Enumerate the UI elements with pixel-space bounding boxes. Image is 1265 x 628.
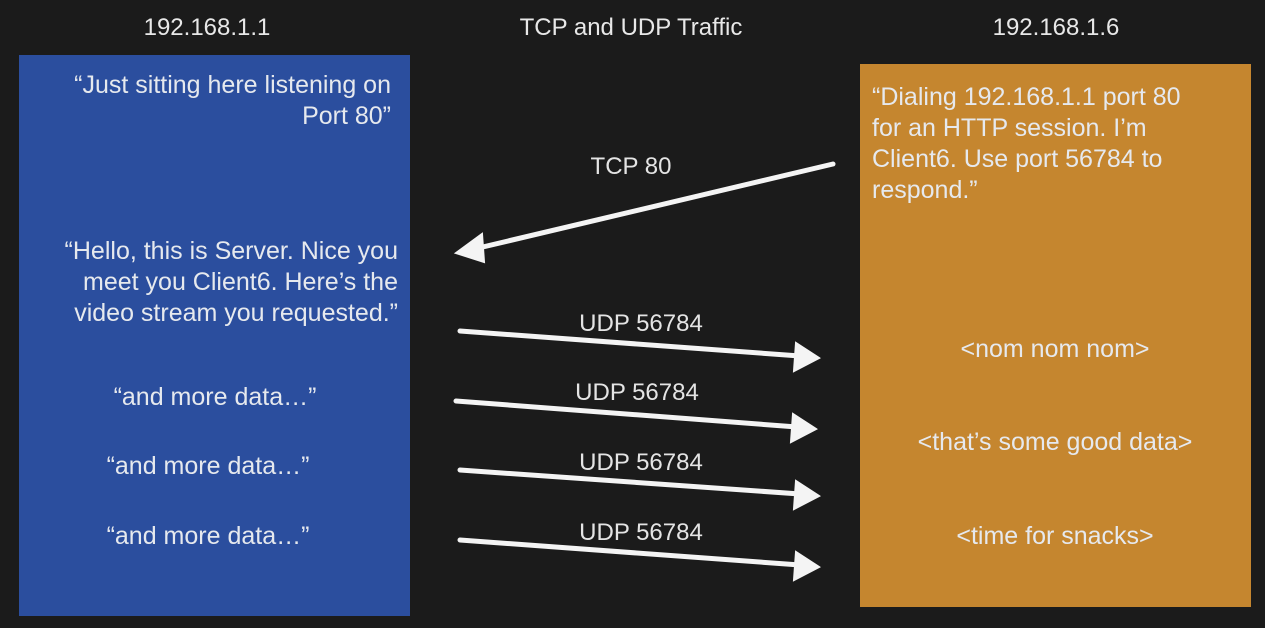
text-line: “Dialing 192.168.1.1 port 80 [872,83,1181,111]
text-line: video stream you requested.” [74,299,398,327]
text-line: for an HTTP session. I’m [872,114,1147,142]
server-hello-text: “Hello, this is Server. Nice you meet yo… [65,236,398,329]
text-line: “Hello, this is Server. Nice you [64,237,398,265]
client-response-3: <time for snacks> [956,522,1154,550]
udp-arrow-icon-2 [453,398,818,444]
server-more-data-3: “and more data…” [106,522,310,550]
server-more-data-2: “and more data…” [106,452,310,480]
text-line: Client6. Use port 56784 to [872,145,1163,173]
server-more-data-1: “and more data…” [113,383,317,411]
udp-label-2: UDP 56784 [575,379,699,406]
tcp-80-label: TCP 80 [590,153,672,180]
udp-arrow-icon-4 [457,537,821,582]
udp-arrow-icon-3 [457,467,821,511]
client-response-1: <nom nom nom> [960,335,1150,363]
udp-label-1: UDP 56784 [579,310,703,337]
text-line: respond.” [872,176,978,204]
diagram-title: TCP and UDP Traffic [519,14,743,41]
client-box [860,64,1251,607]
server-listening-text: “Just sitting here listening on Port 80” [74,70,391,132]
server-box [19,55,410,616]
text-line: “Just sitting here listening on [74,71,391,99]
udp-label-4: UDP 56784 [579,519,703,546]
server-ip-header: 192.168.1.1 [143,14,271,41]
client-response-2: <that’s some good data> [917,428,1193,456]
text-line: Port 80” [302,102,391,130]
client-dial-text: “Dialing 192.168.1.1 port 80 for an HTTP… [872,82,1181,206]
tcp-arrow-icon [453,161,836,264]
udp-arrow-icon-1 [457,328,821,373]
client-ip-header: 192.168.1.6 [992,14,1120,41]
text-line: meet you Client6. Here’s the [83,268,398,296]
udp-label-3: UDP 56784 [579,449,703,476]
